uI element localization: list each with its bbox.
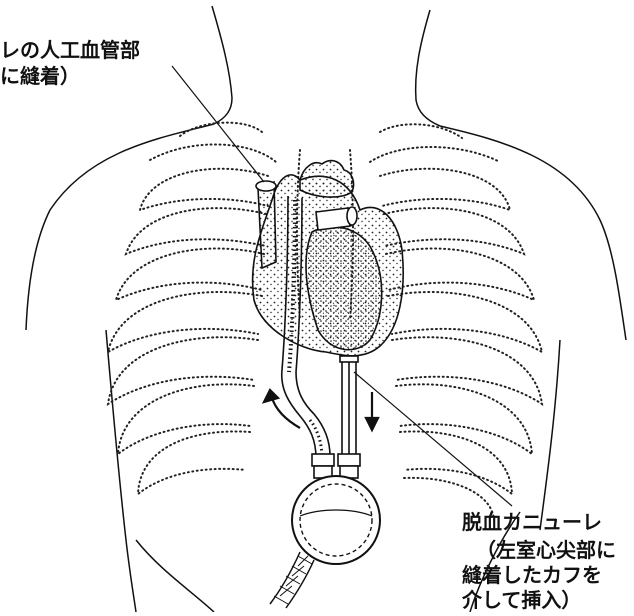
outflow-label-line-2: に縫着） [0,64,80,88]
inflow-cannula [340,356,358,458]
pump [292,476,380,564]
arm-right [540,340,560,530]
neck-right [416,10,440,126]
pump-connectors [312,454,360,478]
neck-left [212,6,232,124]
leader-inflow [354,372,512,506]
inflow-label-line-3: 縫着したカフを [462,563,602,587]
aorta-opening [256,181,276,191]
inflow-label-line-4: 介して挿入） [462,588,581,612]
outflow-arrow [272,398,300,428]
arm-left [106,330,136,612]
pump-chamber [300,484,372,556]
waist-left [136,540,214,612]
drive-line [270,552,314,608]
inflow-label-line-1: 脱血カニューレ [462,510,602,534]
clavicle-right [370,147,500,162]
shoulder-right [440,126,626,340]
great-vessel [316,208,350,230]
atrial-appendage [300,161,354,197]
outflow-label-line-1: レの人工血管部 [0,38,140,62]
inflow-label-line-2: （左室心尖部に [476,538,616,562]
ascending-aorta [258,182,276,268]
leader-outflow [172,66,264,182]
clavicle-left [150,144,276,162]
